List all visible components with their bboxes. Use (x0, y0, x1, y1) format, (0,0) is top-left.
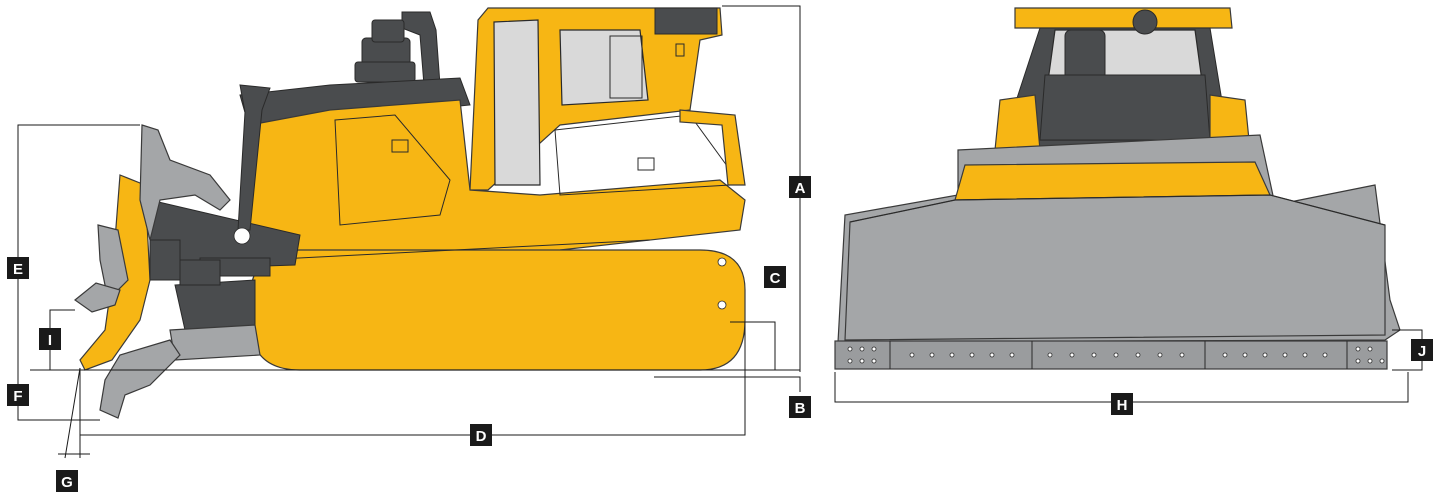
exhaust-stack (354, 11, 441, 86)
label-c: C (764, 266, 786, 288)
svg-text:C: C (770, 270, 781, 287)
svg-text:A: A (795, 180, 806, 197)
svg-text:E: E (13, 261, 23, 278)
front-view (834, 7, 1401, 370)
label-a: A (789, 176, 811, 198)
label-g: G (56, 470, 78, 492)
label-b: B (789, 396, 811, 418)
label-f: F (7, 384, 29, 406)
svg-text:H: H (1117, 397, 1128, 414)
cutting-edge-bolts (847, 346, 1385, 364)
svg-text:D: D (476, 428, 487, 445)
side-view (74, 7, 746, 419)
label-h: H (1111, 393, 1133, 415)
label-i: I (39, 328, 61, 350)
label-d: D (470, 424, 492, 446)
svg-text:G: G (61, 474, 73, 491)
svg-text:I: I (48, 332, 52, 349)
label-j: J (1411, 339, 1433, 361)
svg-text:B: B (795, 400, 806, 417)
cab (469, 7, 723, 191)
svg-text:J: J (1418, 343, 1426, 360)
side-blade (74, 124, 231, 419)
front-cab (994, 7, 1251, 151)
push-frame (149, 84, 301, 361)
cutting-edge (834, 340, 1388, 370)
track (249, 239, 746, 371)
engine-hood (239, 77, 746, 256)
svg-text:F: F (13, 388, 22, 405)
label-e: E (7, 257, 29, 279)
front-blade (834, 134, 1401, 370)
